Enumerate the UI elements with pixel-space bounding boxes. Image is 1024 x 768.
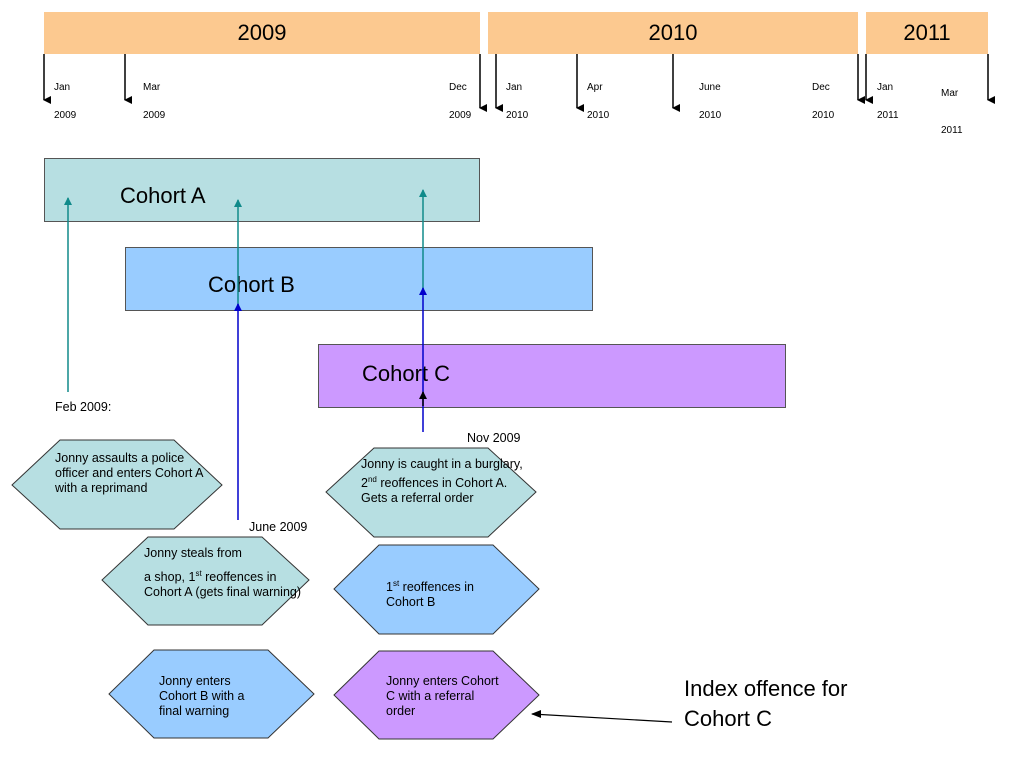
month-year: 2010 xyxy=(506,110,529,121)
month-name: Jan xyxy=(877,82,894,93)
hex-enter-b xyxy=(108,649,315,739)
timeline-ticks xyxy=(43,54,995,112)
month-label-apr-2010: Apr 2010 xyxy=(587,67,609,137)
month-name: Mar xyxy=(143,82,161,93)
june2009-line1: Jonny steals from xyxy=(144,546,242,560)
hex-feb2009-text: Jonny assaults a police officer and ente… xyxy=(55,451,203,495)
month-label-mar-2011: Mar 2011 xyxy=(941,67,963,161)
month-name: Dec xyxy=(449,82,467,93)
nov2009-sup: nd xyxy=(367,475,377,484)
month-year: 2010 xyxy=(812,110,835,121)
nov2009-post: reoffences in Cohort A. Gets a referral … xyxy=(361,476,508,506)
nov2009-pre: Jonny is caught in a burglary, 2 xyxy=(361,457,523,491)
cohort-c-bar: Cohort C xyxy=(318,344,786,408)
cohort-b-label: Cohort B xyxy=(208,272,295,297)
date-label-june2009: June 2009 xyxy=(249,520,308,534)
date-label-feb2009: Feb 2009: xyxy=(55,400,112,414)
month-name: Dec xyxy=(812,82,830,93)
month-label-mar-2009: Mar 2009 xyxy=(143,67,165,137)
cohort-c-label: Cohort C xyxy=(362,361,451,386)
month-name: Jan xyxy=(506,82,523,93)
year-band-2011: 2011 xyxy=(866,12,988,54)
month-year: 2010 xyxy=(699,110,722,121)
month-name: Jan xyxy=(54,82,71,93)
month-label-jan-2011: Jan 2011 xyxy=(877,67,899,137)
cohort-a-bar: Cohort A xyxy=(44,158,480,222)
hex-enter-c xyxy=(333,650,540,740)
month-year: 2011 xyxy=(941,125,963,136)
month-year: 2011 xyxy=(877,110,899,121)
hex-reoffence-b-text: 1st reoffences in Cohort B xyxy=(386,576,506,610)
june2009-line2: a shop, 1st reoffences in Cohort A (gets… xyxy=(144,566,304,600)
month-name: June xyxy=(699,82,721,93)
hex-enter-c-text: Jonny enters Cohort C with a referral or… xyxy=(386,674,499,718)
june2009-post: reoffences in Cohort A (gets final warni… xyxy=(144,570,302,600)
month-year: 2009 xyxy=(143,110,166,121)
hex-enter-b-text: Jonny enters Cohort B with a final warni… xyxy=(159,674,245,718)
cohort-a-label: Cohort A xyxy=(120,183,206,208)
month-name: Mar xyxy=(941,88,959,99)
month-year: 2009 xyxy=(54,110,77,121)
reoffence-b-pre: 1 xyxy=(386,580,393,595)
arrow-index-offence xyxy=(531,710,673,723)
date-label-nov2009: Nov 2009 xyxy=(467,431,521,445)
index-offence-annotation: Index offence for Cohort C xyxy=(684,676,848,731)
hex-reoffence-b xyxy=(333,544,540,635)
month-name: Apr xyxy=(587,82,603,93)
month-label-jan-2010: Jan 2010 xyxy=(506,67,528,137)
month-label-dec-2010: Dec 2010 xyxy=(812,67,834,137)
year-label-2011: 2011 xyxy=(903,20,951,45)
june2009-pre: a shop, 1 xyxy=(144,570,196,585)
month-label-dec-2009: Dec 2009 xyxy=(449,67,471,137)
month-year: 2010 xyxy=(587,110,610,121)
june2009-sup: st xyxy=(195,569,202,578)
month-label-june-2010: June 2010 xyxy=(699,67,721,137)
month-year: 2009 xyxy=(449,110,472,121)
month-label-jan-2009: Jan 2009 xyxy=(54,67,76,137)
year-band-2009: 2009 xyxy=(44,12,480,54)
year-label-2009: 2009 xyxy=(237,20,287,45)
hex-june2009 xyxy=(101,536,310,626)
hex-nov2009-text: Jonny is caught in a burglary, 2nd reoff… xyxy=(361,457,531,506)
year-label-2010: 2010 xyxy=(648,20,698,45)
hex-feb2009 xyxy=(11,439,223,530)
hex-nov2009 xyxy=(325,447,537,538)
reoffence-b-post: reoffences in Cohort B xyxy=(386,580,475,610)
hex-june2009-text: Jonny steals from a shop, 1st reoffences… xyxy=(144,546,304,600)
year-band-2010: 2010 xyxy=(488,12,858,54)
cohort-b-bar: Cohort B xyxy=(125,247,593,311)
reoffence-b-sup: st xyxy=(392,579,400,588)
